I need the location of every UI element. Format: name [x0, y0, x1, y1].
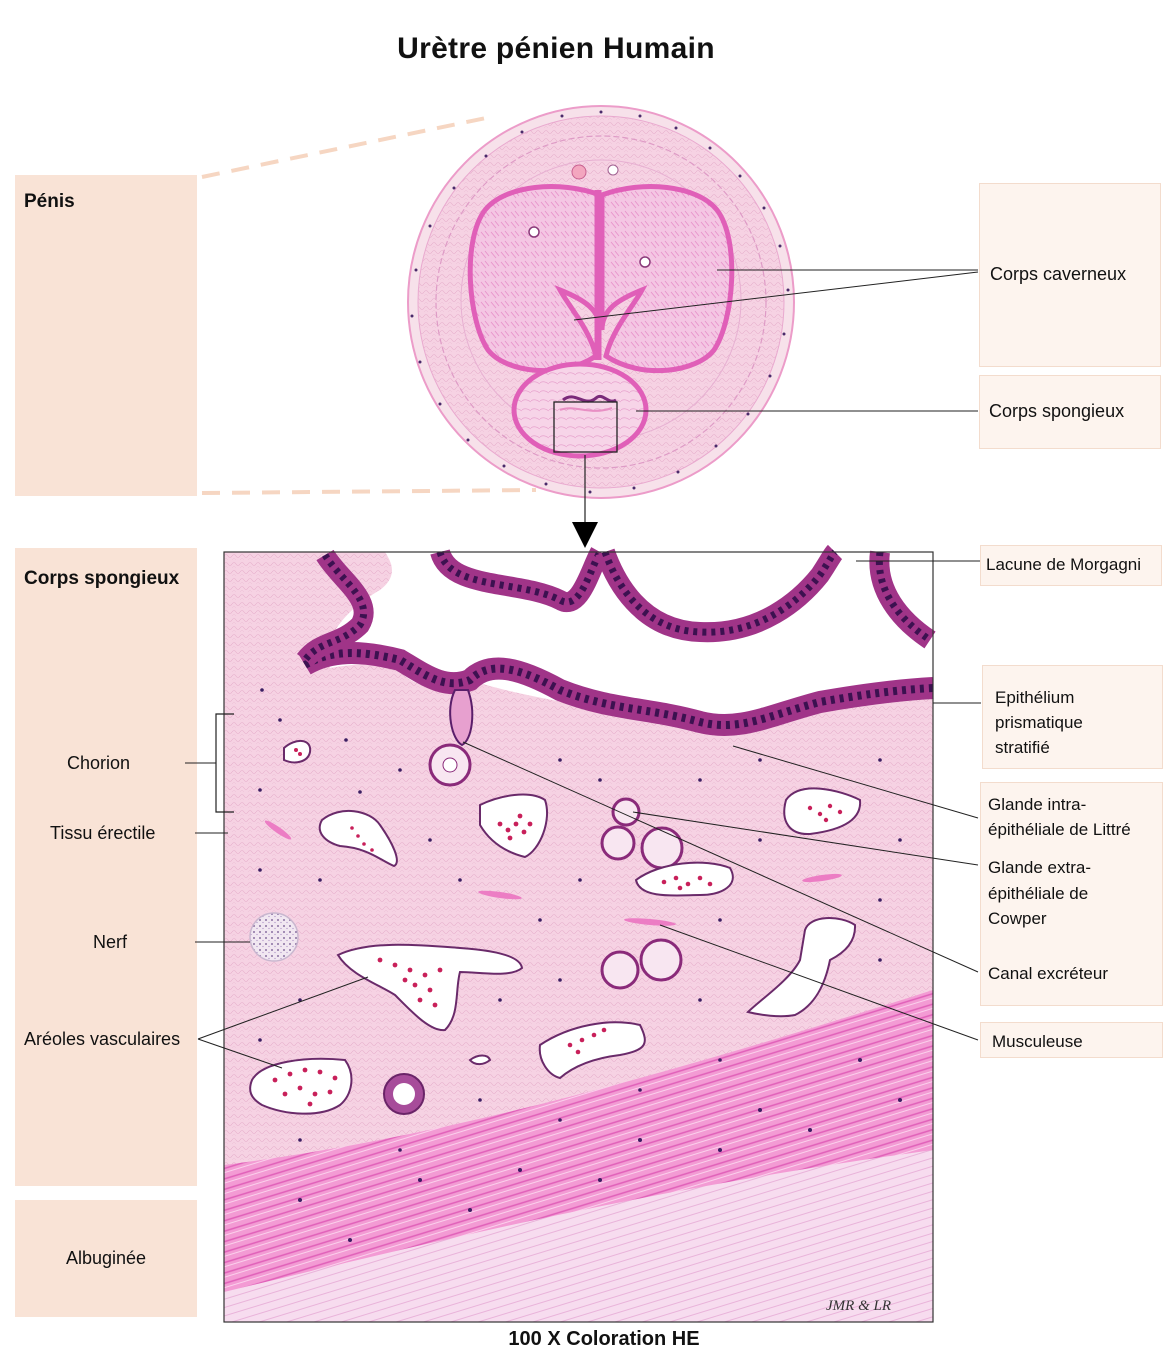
leader-areoles-2: [197, 1038, 283, 1069]
glande-extra-label-2: épithéliale de: [988, 884, 1089, 903]
glandes-box: Glande intra- épithéliale de Littré Glan…: [980, 782, 1163, 1006]
nerf-label: Nerf: [93, 932, 128, 952]
magnified-section: [223, 544, 936, 1323]
chorion-label: Chorion: [67, 753, 131, 773]
corps-spongieux-panel-title: Corps spongieux: [24, 568, 180, 589]
glande-intra-label-2: épithéliale de Littré: [988, 820, 1131, 839]
lacune-box: Lacune de Morgagni: [980, 545, 1162, 586]
magnification-caption: 100 X Coloration HE: [508, 1328, 700, 1350]
page-title: Urètre pénien Humain: [397, 32, 715, 65]
corps-spongieux-panel: Corps spongieux: [15, 548, 197, 1186]
lacune-label: Lacune de Morgagni: [986, 555, 1142, 574]
corps-spongieux-label: Corps spongieux: [989, 401, 1125, 421]
glande-intra-label-1: Glande intra-: [988, 795, 1087, 814]
penis-panel-title: Pénis: [24, 191, 75, 212]
corps-caverneux-label: Corps caverneux: [990, 264, 1127, 284]
epithelium-label-2: prismatique: [995, 713, 1083, 732]
corps-caverneux-box: Corps caverneux: [979, 183, 1161, 367]
glande-extra-label-3: Cowper: [988, 909, 1047, 928]
musculeuse-label: Musculeuse: [992, 1032, 1083, 1051]
musculeuse-box: Musculeuse: [980, 1022, 1163, 1058]
leader-musculeuse: [659, 924, 979, 1041]
signature: JMR & LR: [826, 1298, 891, 1314]
penis-panel: Pénis: [15, 175, 197, 496]
albuginee-panel: Albuginée: [15, 1200, 197, 1317]
zoom-line-top: [201, 116, 487, 179]
corps-spongieux-box: Corps spongieux: [979, 375, 1161, 449]
epithelium-label-3: stratifié: [995, 738, 1050, 757]
tissu-erectile-label: Tissu érectile: [50, 823, 156, 843]
zoom-arrow-head: [572, 522, 598, 548]
leader-corps-caverneux-2: [573, 271, 979, 321]
areoles-label: Aréoles vasculaires: [24, 1029, 181, 1049]
penis-cross-section: [407, 105, 795, 499]
glande-extra-label-1: Glande extra-: [988, 858, 1091, 877]
leader-glande-extra: [632, 811, 979, 866]
zoom-line-bottom: [201, 488, 537, 495]
albuginee-label: Albuginée: [65, 1248, 147, 1268]
epithelium-box: Epithélium prismatique stratifié: [982, 665, 1163, 769]
leader-areoles-1: [197, 976, 369, 1040]
canal-label: Canal excréteur: [988, 964, 1109, 983]
epithelium-label-1: Epithélium: [995, 688, 1075, 707]
leader-glande-intra: [732, 745, 979, 819]
leader-canal: [462, 741, 979, 973]
